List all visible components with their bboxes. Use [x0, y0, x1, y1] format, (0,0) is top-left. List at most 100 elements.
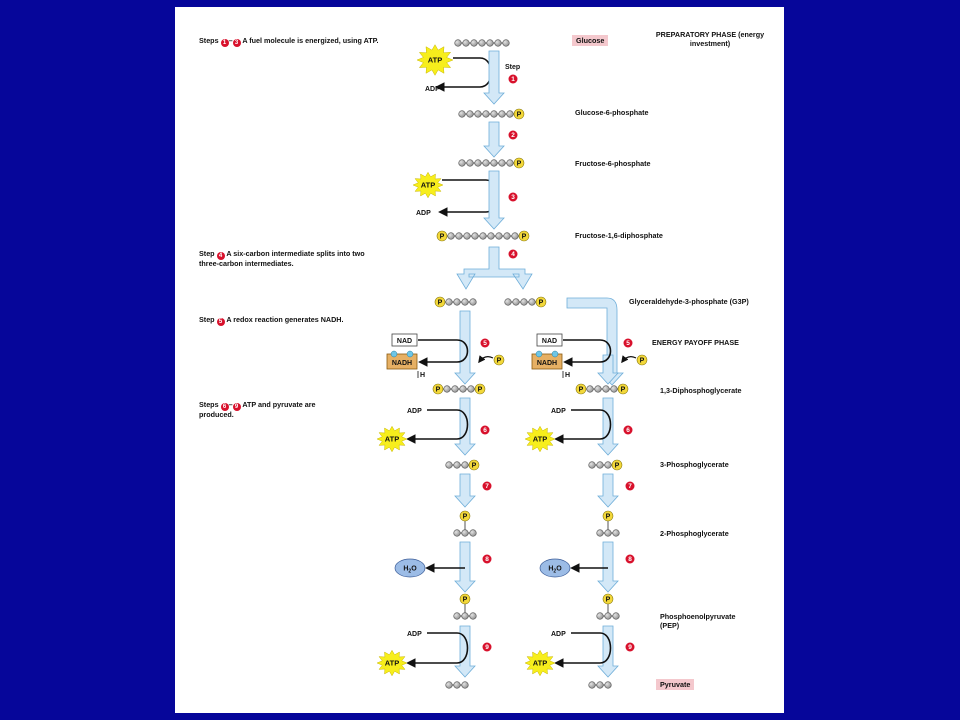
pathway-arrow — [454, 310, 476, 385]
carbon-atom — [487, 232, 495, 240]
step-badge: 3 — [232, 39, 241, 47]
step-badge: 4 — [216, 252, 225, 260]
step-number: 1 — [511, 76, 515, 83]
step-badge — [625, 481, 635, 491]
phosphate-label: P — [472, 463, 477, 470]
step-badge — [625, 554, 635, 564]
step-number: 9 — [628, 644, 632, 651]
atp-label: ATP — [385, 435, 399, 444]
pathway-arrow — [597, 625, 619, 678]
carbon-atom — [470, 39, 478, 47]
carbon-atom — [469, 529, 477, 537]
step-badge — [482, 642, 492, 652]
step-badge — [480, 425, 490, 435]
pathway-arrow — [454, 397, 476, 456]
carbon-atom — [504, 298, 512, 306]
pathway-arrow — [483, 50, 505, 105]
step-badge — [508, 192, 518, 202]
carbon-atom — [454, 39, 462, 47]
label-pyruvate: Pyruvate — [656, 679, 695, 690]
carbon-atom — [474, 110, 482, 118]
step-badge — [623, 338, 633, 348]
label-fructose-1-6-diphosphate: Fructose-1,6-diphosphate — [575, 231, 663, 240]
carbon-atom — [506, 110, 514, 118]
phosphate-group — [459, 593, 471, 605]
phosphate-group — [432, 383, 444, 395]
reaction-arrow — [406, 409, 469, 444]
phosphate-group — [575, 383, 587, 395]
carbon-atom — [596, 681, 604, 689]
phosphate-group — [602, 510, 614, 522]
adp-label: ADP — [425, 86, 440, 93]
reaction-arrow — [406, 632, 469, 668]
carbon-atom — [451, 385, 459, 393]
carbon-atom — [588, 461, 596, 469]
step-number: 6 — [483, 427, 487, 434]
phosphate-group — [474, 383, 486, 395]
phosphate-label: P — [606, 514, 611, 521]
step-number: 9 — [485, 644, 489, 651]
phosphate-group — [513, 108, 525, 120]
step-number: 7 — [628, 483, 632, 490]
carbon-atom — [511, 232, 519, 240]
nad-label: NAD — [542, 338, 557, 345]
carbon-atom — [494, 39, 502, 47]
carbon-atom — [469, 298, 477, 306]
carbon-atom — [458, 159, 466, 167]
carbon-atom — [453, 529, 461, 537]
phosphate-label: P — [478, 387, 483, 394]
note-step-5: Step 5 A redox reaction generates NADH. — [199, 315, 344, 326]
phosphate-group — [518, 230, 530, 242]
step-number: 4 — [511, 251, 515, 258]
carbon-atom — [459, 385, 467, 393]
adp-label: ADP — [551, 408, 566, 415]
carbon-atom — [596, 529, 604, 537]
water-molecule — [394, 558, 426, 578]
atp-label: ATP — [428, 56, 442, 65]
nadh-box — [386, 353, 418, 370]
nad-box — [536, 333, 563, 347]
hydrogen-dot — [551, 350, 559, 358]
reaction-arrow — [554, 409, 612, 444]
phosphate-label: P — [621, 387, 626, 394]
step-badge — [480, 338, 490, 348]
phosphate-group — [434, 296, 446, 308]
hydrogen-label: H — [565, 372, 570, 379]
phase-payoff: ENERGY PAYOFF PHASE — [652, 338, 739, 347]
water-label: H2O — [548, 566, 562, 575]
carbon-atom — [586, 385, 594, 393]
step-badge: 6 — [220, 403, 229, 411]
step-badge — [482, 481, 492, 491]
label-1-3-diphosphoglycerate: 1,3-Diphosphoglycerate — [660, 386, 742, 395]
step-badge: 9 — [232, 403, 241, 411]
carbon-atom — [445, 461, 453, 469]
phosphate-label: P — [463, 514, 468, 521]
nadh-box — [531, 353, 563, 370]
pathway-arrow — [454, 625, 476, 678]
adp-label: ADP — [551, 631, 566, 638]
carbon-atom — [445, 298, 453, 306]
step-badge — [508, 74, 518, 84]
phosphate-label: P — [579, 387, 584, 394]
carbon-atom — [461, 298, 469, 306]
atp-label: ATP — [421, 181, 435, 190]
carbon-atom — [612, 529, 620, 537]
step-badge — [508, 130, 518, 140]
carbon-atom — [495, 232, 503, 240]
carbon-atom — [506, 159, 514, 167]
note-steps-6-9: Steps 6–9 ATP and pyruvate are produced. — [199, 400, 316, 419]
carbon-atom — [478, 39, 486, 47]
carbon-atom — [461, 461, 469, 469]
label-3-phosphoglycerate: 3-Phosphoglycerate — [660, 460, 729, 469]
step-badge — [508, 249, 518, 259]
atp-label: ATP — [533, 435, 547, 444]
carbon-atom — [596, 612, 604, 620]
hydrogen-label: H — [420, 372, 425, 379]
step-number: 5 — [483, 340, 487, 347]
reaction-arrow — [554, 632, 612, 668]
carbon-atom — [469, 612, 477, 620]
atp-burst — [524, 649, 556, 677]
step-number: 8 — [628, 556, 632, 563]
pathway-arrow — [454, 473, 476, 508]
phase-preparatory: PREPARATORY PHASE (energy investment) — [655, 30, 765, 48]
